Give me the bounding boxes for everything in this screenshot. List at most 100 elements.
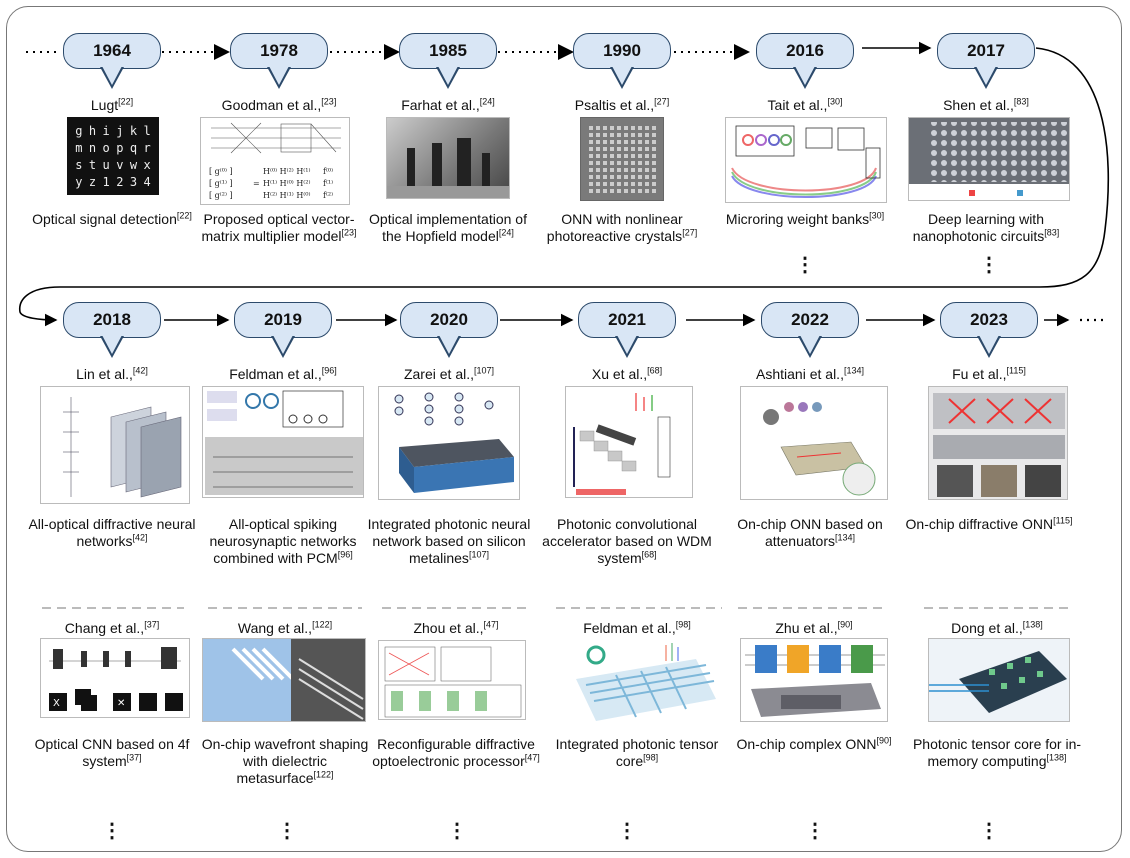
figure-farhat-photo <box>386 117 510 199</box>
year-label: 2020 <box>400 302 498 338</box>
figure-zhu-complex <box>740 638 888 722</box>
author-farhat: Farhat et al.,[24] <box>401 96 495 113</box>
lugt-glyph: m <box>75 140 83 155</box>
figure-wang-metasurface <box>202 638 366 722</box>
year-label: 2019 <box>234 302 332 338</box>
ellipsis-col2: ⋮ <box>277 820 297 842</box>
svg-text:X: X <box>53 698 60 709</box>
year-label: 2021 <box>578 302 676 338</box>
author-zhou: Zhou et al.,[47] <box>413 619 499 636</box>
year-badge-2020: 2020 <box>400 302 498 358</box>
caption-2022: On-chip ONN based on attenuators[134] <box>737 516 883 549</box>
author-xu: Xu et al.,[68] <box>591 365 663 382</box>
lugt-glyph: n <box>88 140 97 155</box>
year-badge-2021: 2021 <box>578 302 676 358</box>
year-badge-2017: 2017 <box>937 33 1035 89</box>
author-feldman-2019: Feldman et al.,[96] <box>229 365 337 382</box>
author-fu: Fu et al.,[115] <box>952 365 1026 382</box>
lugt-glyph: t <box>88 157 97 172</box>
lugt-glyph: p <box>116 140 124 155</box>
figure-goodman-matrix: [ g⁽⁰⁾ ][ g⁽¹⁾ ][ g⁽²⁾ ] = H⁽⁰⁾ H⁽²⁾ H⁽¹… <box>200 117 350 205</box>
author-wang: Wang et al.,[122] <box>237 619 333 636</box>
svg-text:[ g⁽²⁾ ]: [ g⁽²⁾ ] <box>209 191 233 200</box>
figure-zhou-processor <box>378 640 526 720</box>
figure-lin-diffractive-layers <box>40 386 190 504</box>
caption-2021: Photonic convolutional accelerator based… <box>542 516 712 566</box>
caption-2018: All-optical diffractive neural networks[… <box>28 516 196 549</box>
author-ashtiani: Ashtiani et al.,[134] <box>756 365 864 382</box>
svg-text:f⁽¹⁾: f⁽¹⁾ <box>323 179 333 188</box>
figure-zarei-metalines <box>378 386 520 500</box>
caption-2019: All-optical spiking neurosynaptic networ… <box>209 516 357 566</box>
lugt-glyph: 4 <box>143 174 151 189</box>
ellipsis-col6: ⋮ <box>979 820 999 842</box>
caption-2023: On-chip diffractive ONN[115] <box>905 515 1073 532</box>
year-label: 1985 <box>399 33 497 69</box>
author-zhu: Zhu et al.,[90] <box>775 619 853 636</box>
figure-fu-diffractive <box>928 386 1068 500</box>
svg-text:H⁽¹⁾ H⁽⁰⁾ H⁽²⁾: H⁽¹⁾ H⁽⁰⁾ H⁽²⁾ <box>263 179 310 188</box>
figure-shen-chip <box>908 117 1070 201</box>
lugt-glyph: w <box>129 157 138 172</box>
caption-1990: ONN with nonlinear photoreactive crystal… <box>546 211 698 244</box>
caption-1985: Optical implementation of the Hopfield m… <box>369 211 527 244</box>
year-label: 2022 <box>761 302 859 338</box>
year-label: 2017 <box>937 33 1035 69</box>
lugt-glyph: 1 <box>102 174 110 189</box>
year-label: 2016 <box>756 33 854 69</box>
caption-2020: Integrated photonic neural network based… <box>367 516 531 566</box>
caption-1978: Proposed optical vector-matrix multiplie… <box>201 211 357 244</box>
svg-text:[ g⁽⁰⁾ ]: [ g⁽⁰⁾ ] <box>209 167 233 176</box>
figure-ashtiani-attenuators <box>740 386 888 500</box>
figure-tait-microring <box>725 117 887 203</box>
lugt-glyph: u <box>102 157 110 172</box>
lugt-glyph: h <box>88 123 97 138</box>
lugt-glyph: v <box>116 157 124 172</box>
ellipsis-2017: ⋮ <box>979 254 999 276</box>
year-badge-1978: 1978 <box>230 33 328 89</box>
svg-text:f⁽⁰⁾: f⁽⁰⁾ <box>323 167 333 176</box>
lugt-glyph: q <box>129 140 138 155</box>
lugt-glyph: o <box>102 140 110 155</box>
year-badge-1990: 1990 <box>573 33 671 89</box>
ellipsis-2016: ⋮ <box>795 254 815 276</box>
figure-feldman-spiking <box>202 386 364 498</box>
author-psaltis: Psaltis et al.,[27] <box>574 96 670 113</box>
lugt-glyph: l <box>143 123 151 138</box>
lugt-glyph: s <box>75 157 83 172</box>
author-lugt: Lugt[22] <box>90 96 134 113</box>
author-shen: Shen et al.,[83] <box>943 96 1029 113</box>
svg-text:H⁽⁰⁾ H⁽²⁾ H⁽¹⁾: H⁽⁰⁾ H⁽²⁾ H⁽¹⁾ <box>263 167 310 176</box>
svg-text:[ g⁽¹⁾ ]: [ g⁽¹⁾ ] <box>209 179 233 188</box>
year-badge-2023: 2023 <box>940 302 1038 358</box>
author-tait: Tait et al.,[30] <box>767 96 843 113</box>
year-label: 1964 <box>63 33 161 69</box>
author-dong: Dong et al.,[138] <box>951 619 1043 636</box>
ellipsis-col1: ⋮ <box>102 820 122 842</box>
svg-text:✕: ✕ <box>117 698 125 709</box>
figure-xu-wdm <box>565 386 693 498</box>
caption-chang: Optical CNN based on 4f system[37] <box>34 736 190 769</box>
svg-text:H⁽²⁾ H⁽¹⁾ H⁽⁰⁾: H⁽²⁾ H⁽¹⁾ H⁽⁰⁾ <box>263 191 310 200</box>
caption-2016: Microring weight banks[30] <box>725 210 885 227</box>
author-zarei: Zarei et al.,[107] <box>403 365 495 382</box>
lugt-glyph: x <box>143 157 151 172</box>
caption-zhu: On-chip complex ONN[90] <box>736 735 892 752</box>
author-goodman: Goodman et al.,[23] <box>221 96 337 113</box>
ellipsis-col4: ⋮ <box>617 820 637 842</box>
caption-wang: On-chip wavefront shaping with dielectri… <box>201 736 369 786</box>
ellipsis-col3: ⋮ <box>447 820 467 842</box>
caption-dong: Photonic tensor core for in-memory compu… <box>912 736 1082 769</box>
caption-1964: Optical signal detection[22] <box>32 210 192 227</box>
year-badge-2019: 2019 <box>234 302 332 358</box>
caption-feldman-tensor: Integrated photonic tensor core[98] <box>555 736 719 769</box>
year-badge-1985: 1985 <box>399 33 497 89</box>
figure-chang-4f: X✕ <box>40 638 190 718</box>
author-feldman-tensor: Feldman et al.,[98] <box>583 619 691 636</box>
svg-text:f⁽²⁾: f⁽²⁾ <box>323 191 333 200</box>
year-badge-1964: 1964 <box>63 33 161 89</box>
figure-dong-in-memory <box>928 638 1070 722</box>
author-lin: Lin et al.,[42] <box>76 365 148 382</box>
